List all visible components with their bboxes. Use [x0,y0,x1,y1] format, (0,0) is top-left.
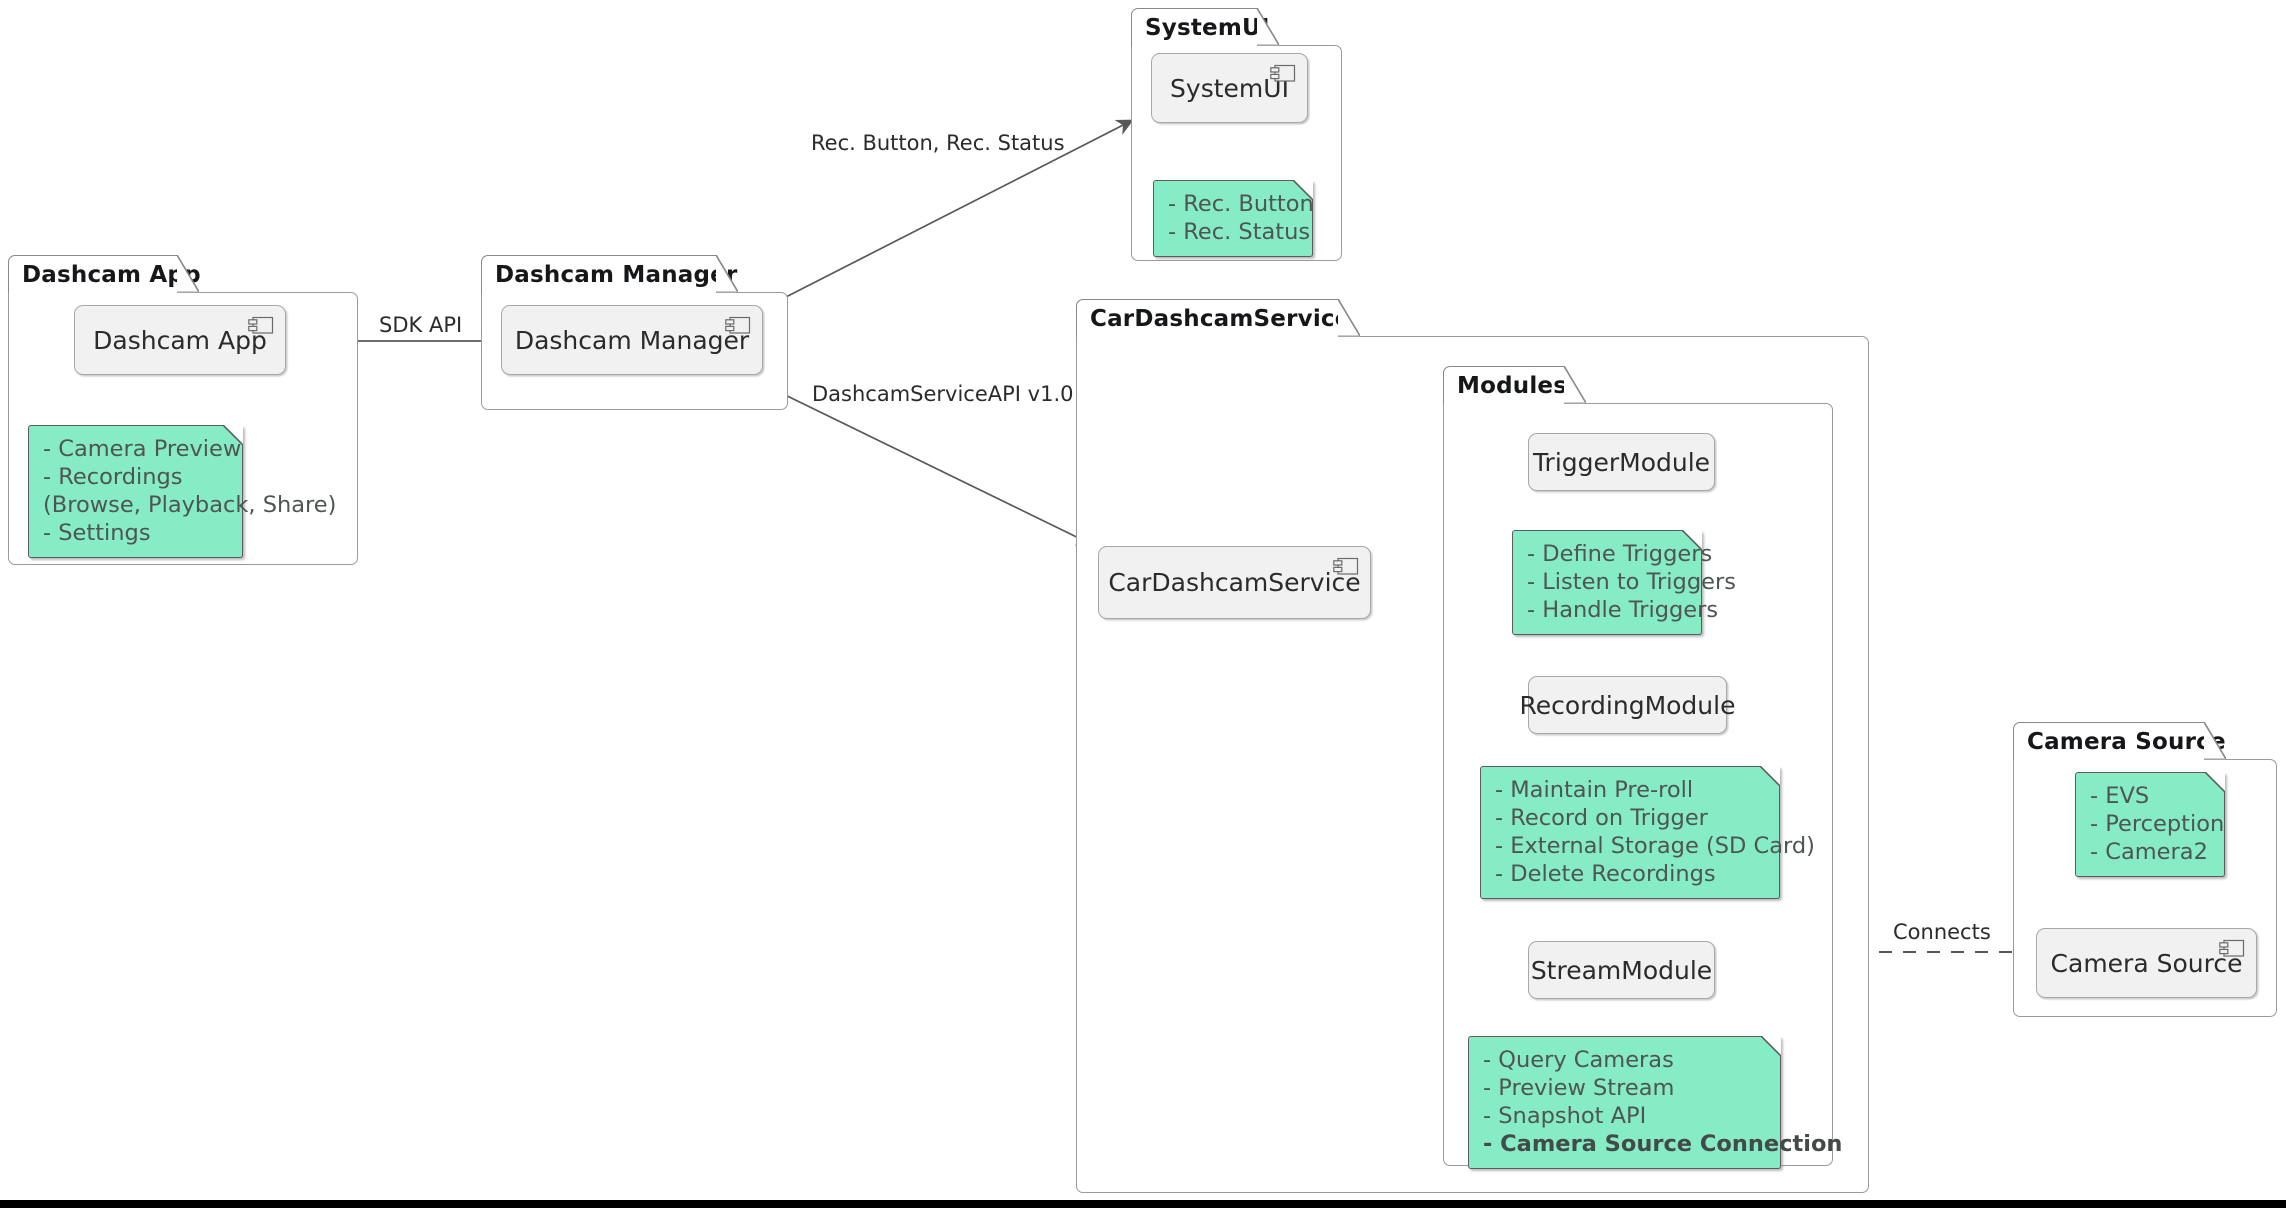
note-line: - Rec. Status [1168,219,1311,245]
note-line: - Maintain Pre-roll [1495,777,1694,803]
note-dashcam-app: - Camera Preview - Recordings (Browse, P… [28,425,337,558]
package-tab-skew [1338,299,1360,337]
component-recording-module[interactable]: RecordingModule [1520,676,1735,734]
package-tab-skew [1564,366,1586,404]
note-line: - Handle Triggers [1527,597,1719,623]
component-camera-source[interactable]: Camera Source [2036,928,2257,998]
package-camera-source: Camera Source - EVS - Perception - Camer… [2013,722,2277,1017]
package-system-ui: SystemUI SystemUI - Rec. Button - Rec. S… [1131,8,1342,261]
component-label: StreamModule [1530,955,1713,985]
note-system-ui: - Rec. Button - Rec. Status [1153,180,1314,257]
note-line: - Snapshot API [1483,1103,1647,1129]
note-recording-module: - Maintain Pre-roll - Record on Trigger … [1480,766,1815,899]
note-line: - Recordings [43,464,183,490]
note-camera-source: - EVS - Perception - Camera2 [2075,772,2225,877]
edge-label-sdk-api: SDK API [379,313,463,337]
component-label: Dashcam Manager [514,325,750,355]
uml-component-icon [1333,557,1359,575]
note-line: (Browse, Playback, Share) [43,492,337,518]
uml-component-icon [248,316,274,334]
package-dashcam-manager: Dashcam Manager Dashcam Manager [481,255,788,410]
package-title: CarDashcamService [1090,305,1351,332]
package-title: Dashcam Manager [495,261,738,288]
package-modules: Modules TriggerModule - Define Triggers … [1443,366,1843,1169]
package-title: SystemUI [1145,14,1270,41]
component-car-dashcam-service[interactable]: CarDashcamService [1098,546,1371,619]
edge-label-rec-button-status: Rec. Button, Rec. Status [811,131,1065,155]
note-line: - Camera Preview [43,436,242,462]
package-tab-modules: Modules [1443,366,1568,404]
bottom-bar [0,1200,2286,1208]
package-tab-skew [1257,8,1279,46]
component-label: TriggerModule [1532,447,1711,477]
component-label: RecordingModule [1519,690,1736,720]
note-folded-corner-icon [223,425,243,445]
package-title: Dashcam App [22,261,201,288]
note-folded-corner-icon [1682,530,1702,550]
uml-component-icon [2219,939,2245,957]
package-dashcam-app: Dashcam App Dashcam App - Camera Preview… [8,255,358,565]
note-line: - Define Triggers [1527,541,1713,567]
component-dashcam-manager[interactable]: Dashcam Manager [501,305,763,375]
note-folded-corner-icon [1760,766,1780,786]
note-line: - Rec. Button [1168,191,1314,217]
note-line: - Settings [43,520,151,546]
note-line: - Delete Recordings [1495,861,1716,887]
note-line: - EVS [2090,783,2150,809]
package-car-dashcam-service: CarDashcamService CarDashcamService Modu… [1076,299,1869,1193]
component-label: CarDashcamService [1108,568,1361,597]
note-line: - Query Cameras [1483,1047,1674,1073]
note-line: - Camera2 [2090,839,2208,865]
note-line-bold: - Camera Source Connection [1483,1131,1843,1157]
package-tab-dashcam-app: Dashcam App [8,255,201,293]
note-line: - External Storage (SD Card) [1495,833,1815,859]
component-trigger-module[interactable]: TriggerModule [1528,433,1715,491]
edge-label-connects: Connects [1893,920,1991,944]
package-tab-dashcam-manager: Dashcam Manager [481,255,737,293]
note-stream-module: - Query Cameras - Preview Stream - Snaps… [1468,1036,1843,1169]
note-line: - Preview Stream [1483,1075,1675,1101]
component-dashcam-app[interactable]: Dashcam App [74,305,286,375]
package-tab-camera-source: Camera Source [2013,722,2226,760]
note-line: - Listen to Triggers [1527,569,1736,595]
note-folded-corner-icon [2205,772,2225,792]
package-title: Camera Source [2027,728,2226,755]
component-system-ui[interactable]: SystemUI [1151,53,1308,123]
package-tab-skew [716,255,738,293]
package-tab-skew [2204,722,2226,760]
package-tab-skew [177,255,199,293]
note-trigger-module: - Define Triggers - Listen to Triggers -… [1512,530,1736,635]
note-line: - Perception [2090,811,2225,837]
component-label: Camera Source [2050,948,2243,978]
package-title: Modules [1457,372,1568,399]
note-folded-corner-icon [1293,180,1313,200]
component-label: SystemUI [1170,73,1289,103]
component-label: Dashcam App [93,325,267,355]
package-tab-car-dashcam-service: CarDashcamService [1076,299,1350,337]
uml-component-icon [725,316,751,334]
package-tab-system-ui: SystemUI [1131,8,1269,46]
uml-component-icon [1270,64,1296,82]
note-line: - Record on Trigger [1495,805,1708,831]
edge-label-dashcam-service-api: DashcamServiceAPI v1.0 [812,382,1074,406]
component-stream-module[interactable]: StreamModule [1528,941,1715,999]
note-folded-corner-icon [1761,1036,1781,1056]
